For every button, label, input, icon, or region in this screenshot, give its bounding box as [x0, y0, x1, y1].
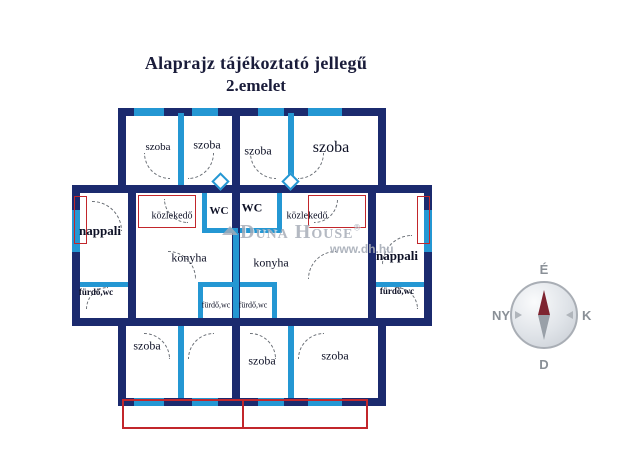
window-bottom-2	[192, 398, 218, 406]
balcony-outline	[122, 399, 368, 429]
wall-bottom	[118, 398, 386, 406]
page-title-line1: Alaprajz tájékoztató jellegű	[144, 53, 368, 73]
bath-center-right-wall-h	[240, 282, 277, 287]
compass-needle-south	[538, 315, 550, 340]
room-label-szoba-bottom-1: szoba	[133, 338, 161, 353]
window-right	[424, 210, 432, 252]
page-title-line2: 2.emelet	[226, 76, 286, 95]
window-top-4	[308, 108, 342, 116]
door-arc	[188, 153, 214, 179]
compass-needle-north	[538, 290, 550, 315]
room-label-szoba-top-3: szoba	[244, 143, 272, 158]
page-title: Alaprajz tájékoztató jellegű 2.emelet	[0, 52, 512, 96]
balcony-divider	[242, 401, 244, 427]
stair-outline-right	[308, 195, 366, 228]
wall-bottomwing-left	[118, 318, 126, 406]
bath-leftwing-wall	[80, 282, 128, 287]
partition-bottom-right	[288, 326, 294, 398]
bath-rightwing-wall	[376, 282, 424, 287]
wc-right-wall-v	[277, 193, 282, 233]
wc-right-wall-h	[240, 228, 282, 233]
bath-center-left-wall-h	[198, 282, 234, 287]
wall-mid-lower	[72, 318, 432, 326]
wc-left-wall-h	[202, 228, 238, 233]
wall-rightwing-outer	[424, 185, 432, 326]
door-arc	[144, 153, 170, 179]
room-label-kozlekedo-right: közlekedő	[286, 210, 328, 222]
door-arc	[298, 333, 324, 359]
red-outline-rightwing	[417, 196, 430, 244]
wall-mid-upper	[72, 185, 432, 193]
red-outline-leftwing	[74, 196, 87, 244]
room-label-konyha-right: konyha	[253, 255, 289, 270]
room-label-furdo-center-2: fürdő,wc	[238, 300, 268, 310]
room-label-konyha-left: konyha	[171, 250, 207, 265]
wall-nappali-right	[368, 193, 376, 318]
window-bottom-3	[258, 398, 284, 406]
room-label-wc-left: WC	[209, 205, 229, 217]
room-label-nappali-left: nappali	[79, 223, 121, 238]
room-label-szoba-top-1: szoba	[145, 141, 171, 153]
room-label-furdo-center-1: fürdő,wc	[201, 300, 231, 310]
partition-top-left	[178, 113, 184, 185]
floor-plan: szoba szoba szoba szoba közlekedő WC WC …	[72, 105, 432, 437]
window-top-3	[258, 108, 284, 116]
window-bottom-1	[134, 398, 164, 406]
wall-leftwing-outer	[72, 185, 80, 326]
room-label-nappali-right: nappali	[376, 248, 418, 263]
room-label-furdo-left: fürdő,wc	[78, 287, 114, 297]
wall-nappali-left	[128, 193, 136, 318]
stair-outline-left	[138, 195, 196, 228]
compass-label-north: É	[539, 262, 549, 277]
window-bottom-4	[308, 398, 342, 406]
wall-bottomwing-right	[378, 318, 386, 406]
room-label-szoba-bottom-3: szoba	[321, 348, 349, 363]
window-top-1	[134, 108, 164, 116]
room-label-szoba-bottom-2: szoba	[248, 353, 276, 368]
wall-top	[118, 108, 386, 116]
center-wall-blue-overlay	[233, 233, 239, 318]
wc-left-wall-v	[202, 193, 207, 233]
door-arc	[308, 251, 336, 279]
door-arc	[188, 333, 214, 359]
room-label-kozlekedo-left: közlekedő	[151, 210, 193, 222]
compass-label-east: K	[582, 308, 592, 323]
partition-top-right	[288, 113, 294, 185]
compass-label-south: D	[539, 357, 549, 372]
window-left	[72, 210, 80, 252]
wall-topwing-left	[118, 108, 126, 193]
compass-tick-west	[515, 311, 522, 319]
compass-tick-east	[566, 311, 573, 319]
room-label-furdo-right: fürdő,wc	[379, 286, 415, 296]
compass-dial	[510, 281, 578, 349]
window-top-2	[192, 108, 218, 116]
compass-label-west: NY	[491, 308, 510, 323]
bath-center-right-wall-v	[272, 282, 277, 318]
wall-topwing-right	[378, 108, 386, 193]
room-label-szoba-top-2: szoba	[193, 137, 221, 152]
partition-bottom-left	[178, 326, 184, 398]
room-label-szoba-top-4: szoba	[312, 139, 350, 156]
bath-center-left-wall-v	[198, 282, 203, 318]
room-label-wc-right: WC	[241, 200, 263, 215]
compass-rose: É NY K D	[488, 262, 600, 374]
